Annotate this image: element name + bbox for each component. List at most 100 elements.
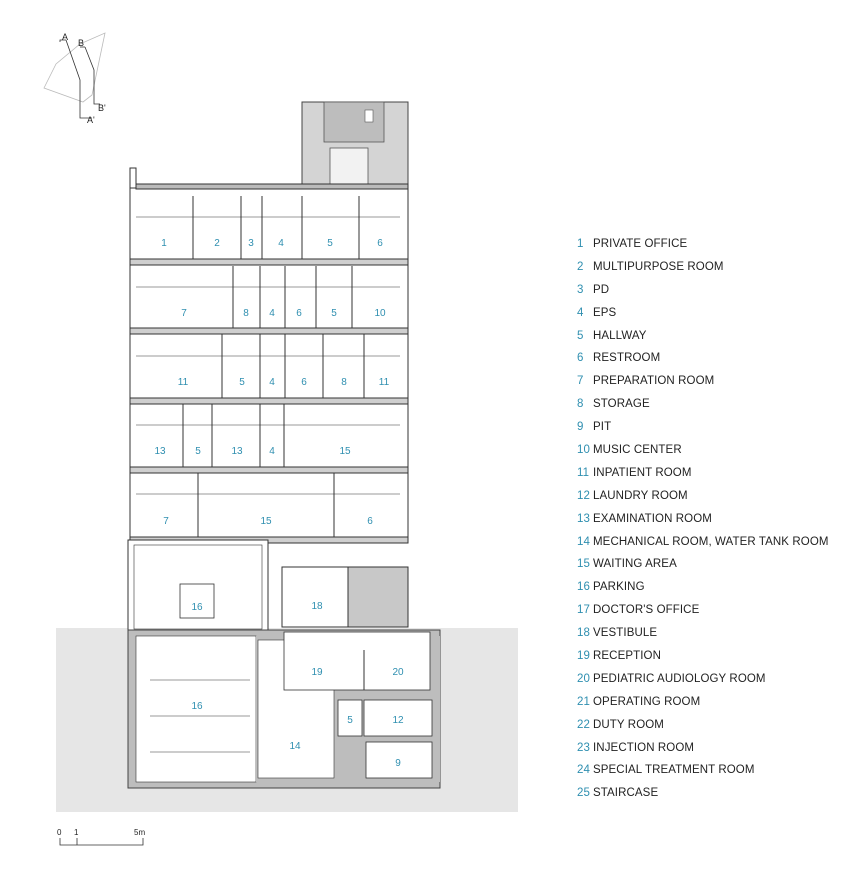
scale-bar: 0 1 5m <box>57 828 145 846</box>
room-6: 6 <box>367 516 373 527</box>
legend-number: 22 <box>577 718 590 731</box>
legend-label: LAUNDRY ROOM <box>593 489 688 502</box>
lower-levels <box>127 539 441 789</box>
legend-label: PEDIATRIC AUDIOLOGY ROOM <box>593 672 766 685</box>
legend-number: 12 <box>577 489 590 502</box>
legend-item: 8 STORAGE <box>577 398 837 421</box>
scale-label-5m: 5m <box>134 828 145 837</box>
room-4: 4 <box>269 446 275 457</box>
room-4: 4 <box>269 308 275 319</box>
legend-number: 3 <box>577 283 584 296</box>
room-5: 5 <box>331 308 337 319</box>
legend-item: 3 PD <box>577 284 837 307</box>
legend-item: 7 PREPARATION ROOM <box>577 375 837 398</box>
room-8: 8 <box>341 377 347 388</box>
legend-label: MECHANICAL ROOM, WATER TANK ROOM <box>593 535 829 548</box>
room-15: 15 <box>260 516 272 527</box>
legend-number: 24 <box>577 764 590 777</box>
building-section <box>129 167 409 544</box>
legend-label: VESTIBULE <box>593 627 658 640</box>
legend-label: INJECTION ROOM <box>593 741 695 754</box>
room-1: 1 <box>161 238 167 249</box>
legend-number: 1 <box>577 238 584 250</box>
room-11: 11 <box>379 377 390 388</box>
room-5: 5 <box>195 446 201 457</box>
room-9: 9 <box>395 758 401 769</box>
room-13: 13 <box>154 446 166 457</box>
roof-stair-tower <box>301 101 409 189</box>
legend-number: 19 <box>577 650 590 663</box>
room-13: 13 <box>231 446 243 457</box>
legend-number: 11 <box>577 466 590 479</box>
legend-label: PARKING <box>593 581 645 594</box>
legend-item: 6 RESTROOM <box>577 352 837 375</box>
room-14: 14 <box>289 741 301 752</box>
legend-number: 13 <box>577 512 590 525</box>
room-20: 20 <box>392 667 404 678</box>
legend-label: HALLWAY <box>593 329 647 342</box>
room-10: 10 <box>374 308 386 319</box>
legend-label: MUSIC CENTER <box>593 444 682 457</box>
legend-number: 18 <box>577 627 590 640</box>
room-2: 2 <box>214 238 220 249</box>
room-4: 4 <box>269 377 275 388</box>
scale-label-0: 0 <box>57 828 62 837</box>
legend-label: RECEPTION <box>593 650 661 663</box>
room-8: 8 <box>243 308 249 319</box>
room-labels: 1 2 3 4 5 6 7 8 4 6 5 10 11 5 4 6 8 11 1… <box>154 238 404 769</box>
room-6: 6 <box>301 377 307 388</box>
key-plan: A B B' A' <box>43 32 106 125</box>
legend-number: 8 <box>577 398 584 411</box>
legend-number: 21 <box>577 695 590 708</box>
legend-number: 14 <box>577 535 590 548</box>
legend-item: 2 MULTIPURPOSE ROOM <box>577 261 837 284</box>
room-19: 19 <box>311 667 323 678</box>
room-18: 18 <box>311 601 323 612</box>
room-11: 11 <box>178 377 189 388</box>
legend-number: 16 <box>577 581 590 594</box>
legend-label: STAIRCASE <box>593 787 659 800</box>
room-4: 4 <box>278 238 284 249</box>
legend-number: 4 <box>577 306 584 319</box>
legend-number: 2 <box>577 260 584 273</box>
legend-label: PREPARATION ROOM <box>593 375 715 388</box>
legend-label: MULTIPURPOSE ROOM <box>593 260 724 273</box>
legend-number: 25 <box>577 787 590 800</box>
room-5: 5 <box>327 238 333 249</box>
legend-number: 15 <box>577 558 590 571</box>
legend-number: 10 <box>577 444 590 457</box>
scale-label-1: 1 <box>74 828 79 837</box>
legend-number: 6 <box>577 352 584 365</box>
legend-label: INPATIENT ROOM <box>593 466 692 479</box>
legend-label: PD <box>593 283 610 296</box>
legend-number: 7 <box>577 375 584 388</box>
legend-label: STORAGE <box>593 398 650 411</box>
legend-label: RESTROOM <box>593 352 661 365</box>
key-label-b: B <box>78 38 84 48</box>
legend-label: DUTY ROOM <box>593 718 664 731</box>
legend-label: SPECIAL TREATMENT ROOM <box>593 764 755 777</box>
legend-number: 9 <box>577 421 584 434</box>
room-15: 15 <box>339 446 351 457</box>
room-7: 7 <box>181 308 187 319</box>
legend-number: 20 <box>577 672 590 685</box>
room-16: 16 <box>191 701 203 712</box>
room-3: 3 <box>248 238 254 249</box>
